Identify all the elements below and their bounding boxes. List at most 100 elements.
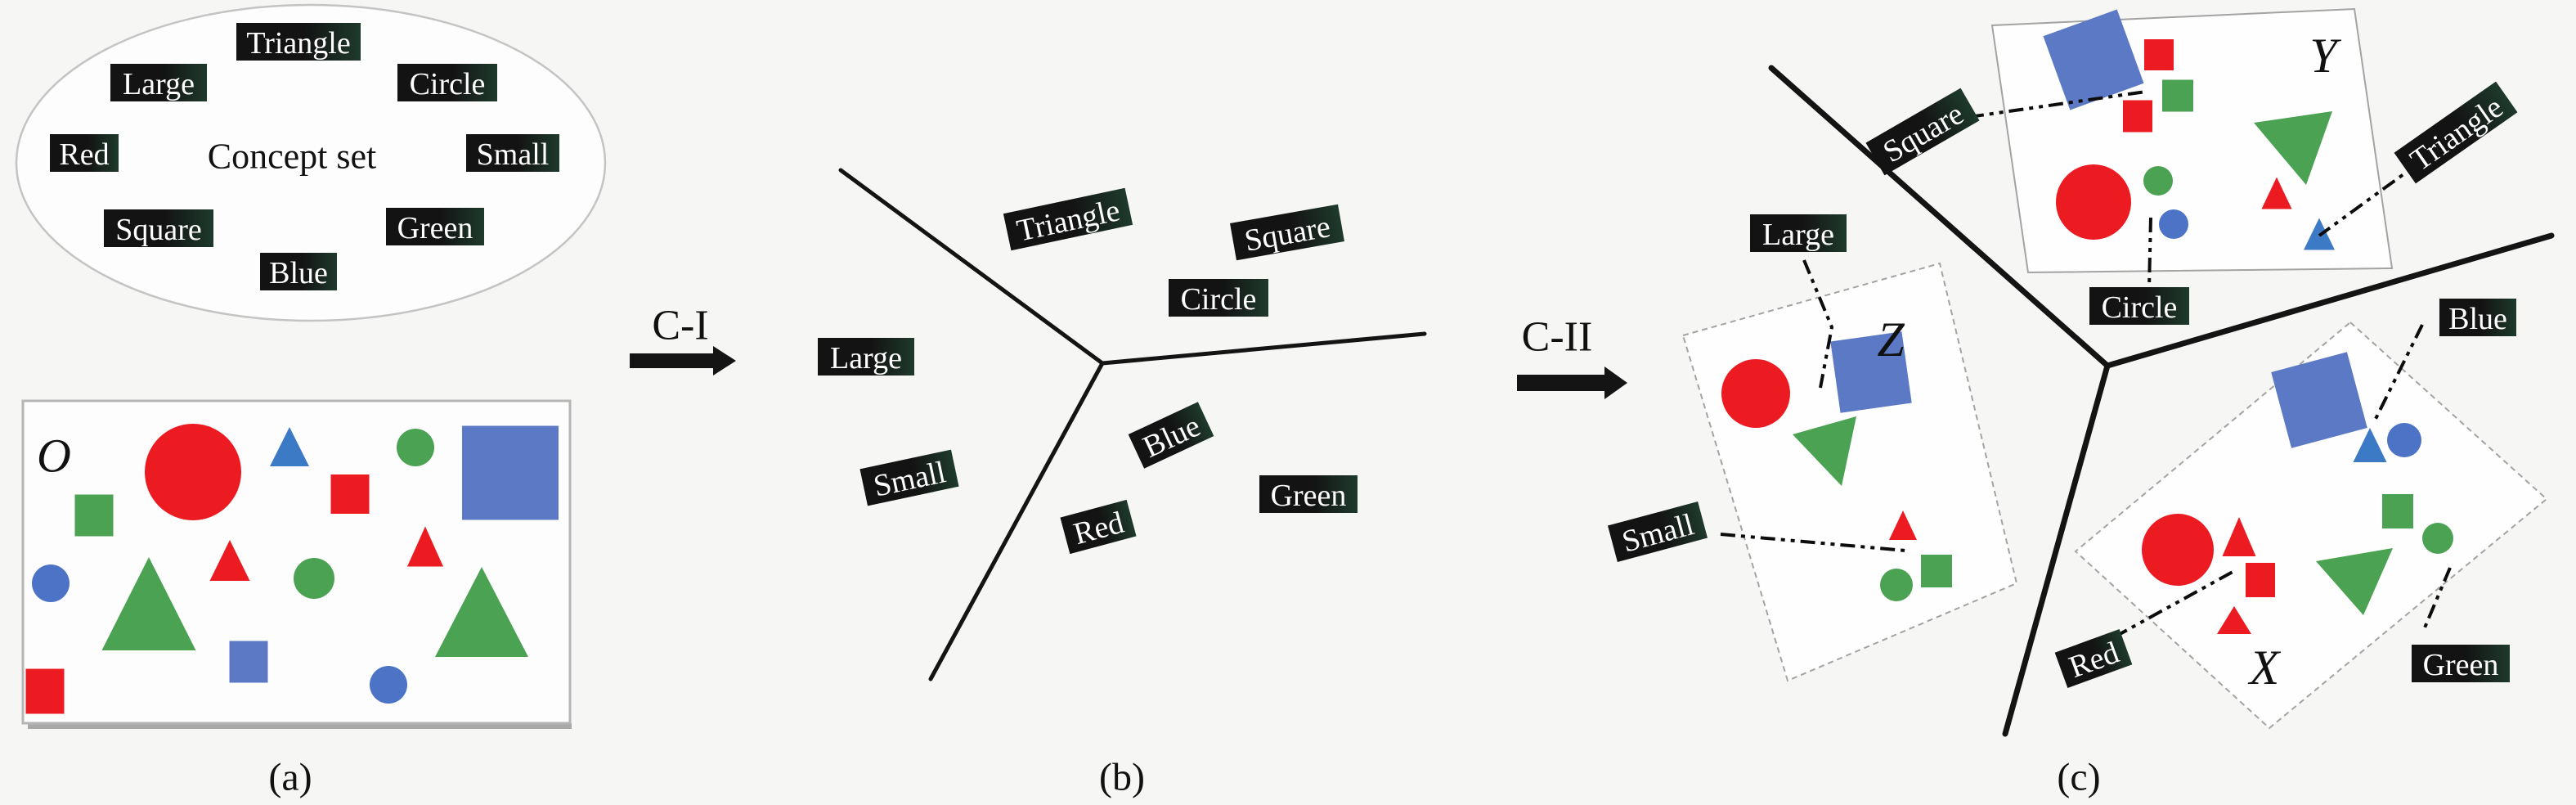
concept-label-circle: Circle xyxy=(1169,279,1268,317)
green-circle-shape xyxy=(2422,523,2453,554)
step-arrow-label: C-I xyxy=(652,303,708,349)
green-triangle-shape xyxy=(435,567,528,657)
concept-label-text: Large xyxy=(830,341,902,376)
red-triangle-shape xyxy=(2217,606,2251,634)
connector-dashdot-line xyxy=(2113,569,2235,639)
cluster-card-z: Z xyxy=(1681,262,2018,682)
concept-label-bg xyxy=(2089,287,2189,325)
connector-dashdot-line xyxy=(2421,567,2452,632)
connector-dashdot-line xyxy=(2147,217,2152,289)
green-triangle-shape xyxy=(2254,111,2332,185)
concept-label-text: Square xyxy=(115,213,202,247)
blue-square-shape xyxy=(462,425,559,520)
blue-square-shape xyxy=(1830,331,1912,413)
blue-square-shape xyxy=(2271,352,2367,448)
concept-label-bg xyxy=(1169,279,1268,317)
red-triangle-shape xyxy=(1889,510,1917,540)
concept-set-title: Concept set xyxy=(208,137,377,177)
concept-label-bg xyxy=(2394,81,2518,184)
concept-label-bg xyxy=(1060,499,1137,555)
blue-square-shape xyxy=(2043,9,2144,110)
cluster-name: Y xyxy=(2309,29,2341,83)
concept-label-bg xyxy=(236,23,361,61)
red-triangle-shape xyxy=(2222,517,2256,556)
concept-label-blue: Blue xyxy=(1128,402,1214,469)
blue-circle-shape xyxy=(2387,423,2421,457)
connector-dashdot-line xyxy=(2373,324,2424,421)
concept-label-text: Green xyxy=(2423,648,2499,682)
concept-label-green: Green xyxy=(386,208,484,245)
red-square-shape xyxy=(2144,39,2174,70)
green-circle-shape xyxy=(397,429,434,466)
concept-label-bg xyxy=(2054,629,2133,688)
partition-line xyxy=(928,361,1105,681)
blue-circle-shape xyxy=(2159,209,2188,239)
concept-label-bg xyxy=(1607,501,1708,562)
cluster-card-outline xyxy=(2074,321,2548,730)
cluster-name: X xyxy=(2248,641,2282,695)
red-triangle-shape xyxy=(209,540,250,581)
partition-line xyxy=(838,168,1105,366)
concept-label-red: Red xyxy=(50,134,119,172)
green-triangle-shape xyxy=(2316,548,2393,615)
red-triangle-shape xyxy=(2261,177,2292,209)
blue-triangle-shape xyxy=(270,427,309,466)
concept-label-small: Small xyxy=(859,449,959,506)
concept-label-bg xyxy=(50,134,119,172)
concept-label-large: Large xyxy=(818,338,914,376)
concept-label-green: Green xyxy=(1259,475,1358,513)
concept-label-text: Red xyxy=(59,137,109,172)
concept-label-bg xyxy=(1259,475,1358,513)
green-square-shape xyxy=(2382,494,2413,528)
partition-line xyxy=(2104,232,2555,369)
arrow-head-icon xyxy=(1604,367,1627,399)
concept-label-green: Green xyxy=(2412,645,2510,682)
green-circle-shape xyxy=(294,558,334,599)
partition-line xyxy=(1100,331,1427,366)
connector-dashdot-line xyxy=(1720,533,1906,552)
concept-label-text: Large xyxy=(1762,218,1834,252)
concept-label-text: Circle xyxy=(2102,290,2178,325)
red-square-shape xyxy=(2246,563,2275,597)
concept-label-text: Small xyxy=(477,137,550,172)
red-circle-shape xyxy=(1721,359,1790,428)
concept-label-text: Blue xyxy=(2448,302,2507,336)
concept-label-text: Circle xyxy=(410,67,486,101)
green-square-shape xyxy=(1921,555,1952,587)
concept-label-bg xyxy=(466,134,559,172)
blue-circle-shape xyxy=(32,564,70,602)
green-circle-shape xyxy=(2143,166,2173,196)
step-arrow-label: C-II xyxy=(1522,314,1593,361)
step-arrow-c-ii: C-II xyxy=(1517,314,1627,399)
red-triangle-shape xyxy=(407,526,443,567)
concept-label-square: Square xyxy=(104,209,213,247)
connector-dashdot-line xyxy=(1968,90,2147,119)
concept-label-bg xyxy=(1230,204,1344,261)
concept-label-text: Blue xyxy=(269,256,328,290)
concept-label-bg xyxy=(2439,299,2516,336)
green-square-shape xyxy=(74,494,114,537)
concept-label-large: Large xyxy=(1750,214,1847,252)
concept-label-bg xyxy=(1865,88,1980,176)
concept-label-bg xyxy=(818,338,914,376)
concept-label-bg xyxy=(104,209,213,247)
concept-label-text: Circle xyxy=(1181,282,1257,317)
object-set-name: O xyxy=(37,429,71,483)
concept-label-small: Small xyxy=(466,134,559,172)
green-square-shape xyxy=(2162,79,2193,112)
red-circle-shape xyxy=(2056,164,2131,240)
concept-label-bg xyxy=(859,449,959,506)
red-circle-shape xyxy=(145,424,241,520)
subfigure-caption-a: (a) xyxy=(268,756,312,799)
partition-line xyxy=(1768,65,2111,369)
concept-label-bg xyxy=(2412,645,2510,682)
object-box-shadow xyxy=(28,723,572,729)
blue-triangle-shape xyxy=(2353,428,2387,462)
concept-label-circle: Circle xyxy=(397,64,497,101)
red-square-shape xyxy=(2123,100,2152,133)
